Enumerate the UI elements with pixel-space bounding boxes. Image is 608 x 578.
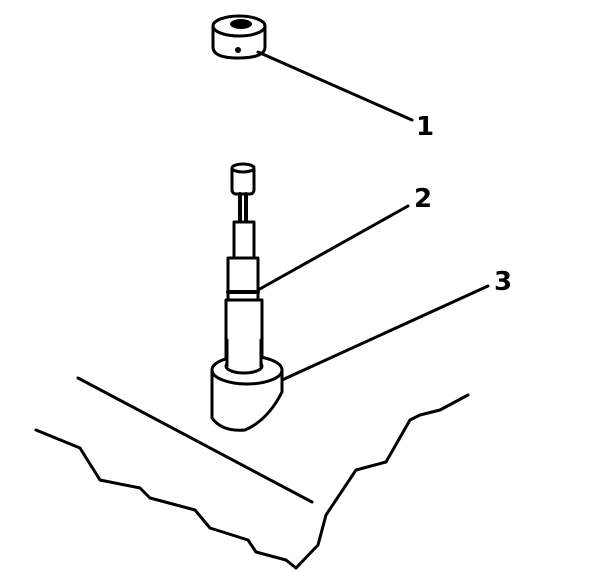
leader-line-2: [256, 204, 410, 292]
callout-2: 2: [414, 184, 432, 214]
leader-line-1: [256, 50, 414, 122]
nut-hole: [230, 19, 252, 29]
tool-base: [210, 338, 284, 432]
engine-surface: [34, 376, 470, 570]
tool-handle-top: [230, 162, 256, 174]
surface-edge-line: [76, 376, 314, 504]
callout-3: 3: [494, 267, 512, 297]
nut-part: [211, 14, 267, 60]
leader-lines: [256, 50, 490, 382]
tool-shaft: [224, 162, 264, 372]
base-body: [210, 368, 284, 432]
surface-break-left: [34, 428, 298, 570]
surface-break-right: [294, 393, 470, 570]
leader-line-3: [280, 284, 490, 382]
callout-1: 1: [416, 112, 434, 142]
nut-pin: [235, 47, 241, 53]
base-shaft-cover: [227, 340, 261, 366]
tool-upper-tube: [232, 220, 256, 262]
